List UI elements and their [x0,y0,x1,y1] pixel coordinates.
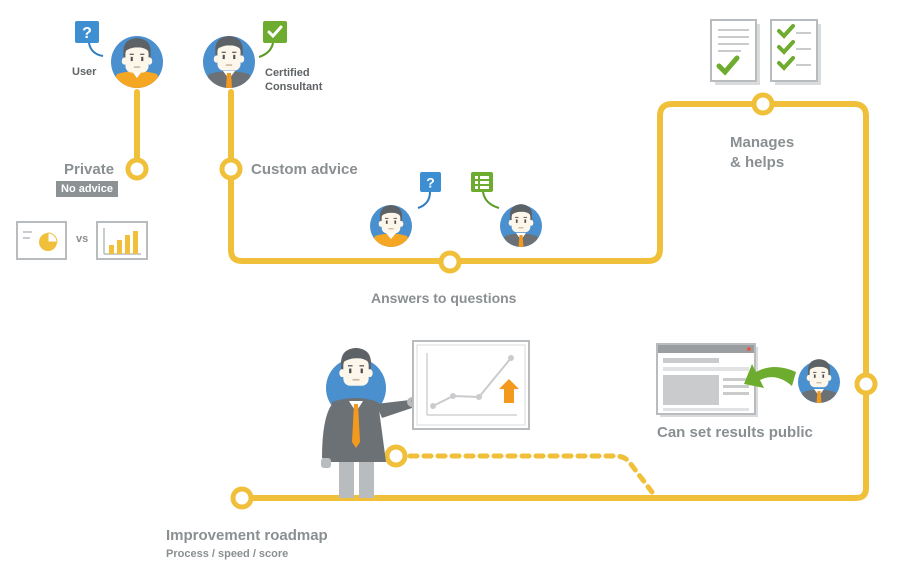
roadmap-sublabel: Process / speed / score [166,548,289,560]
roadmap-dashed-path [393,453,655,495]
results-public-label: Can set results public [657,424,813,441]
node-answers [438,250,462,274]
question-glyph: ? [82,25,92,42]
up-arrow-icon [499,379,519,403]
consultant-avatar-public [798,359,840,403]
question-glyph-small: ? [426,175,435,191]
document-icon [710,19,760,85]
green-arrow-icon [744,364,796,388]
presenter-figure [321,347,421,498]
growth-chart-board [412,340,530,430]
custom-advice-label: Custom advice [251,161,358,178]
node-roadmap-end [230,486,254,510]
node-manages [751,92,775,116]
question-icon: ? [75,21,104,57]
consultant-label: Consultant [265,81,323,93]
helps-label: & helps [730,154,785,171]
private-label: Private [64,161,115,178]
question-icon-small: ? [417,172,441,209]
checklist-icon [770,19,821,85]
certified-label: Certified [265,67,310,79]
path-nodes [125,92,878,510]
consultant-path [228,89,869,501]
consultant-avatar-small [500,204,542,247]
bar-chart-icon [96,221,148,260]
vs-label: vs [76,233,89,245]
consultant-avatar [203,35,255,88]
no-advice-badge: No advice [56,181,118,197]
node-roadmap-start [384,444,408,468]
node-custom-advice [219,157,243,181]
manages-label: Manages [730,134,795,151]
browser-window-icon [656,343,758,417]
list-icon [471,172,500,209]
user-label: User [72,66,97,78]
user-avatar-small [370,205,412,247]
pie-chart-icon [16,221,67,260]
node-public [854,372,878,396]
checkmark-icon [258,21,287,58]
answers-label: Answers to questions [371,290,517,306]
roadmap-label: Improvement roadmap [166,527,328,544]
node-private [125,157,149,181]
user-avatar [111,36,163,88]
